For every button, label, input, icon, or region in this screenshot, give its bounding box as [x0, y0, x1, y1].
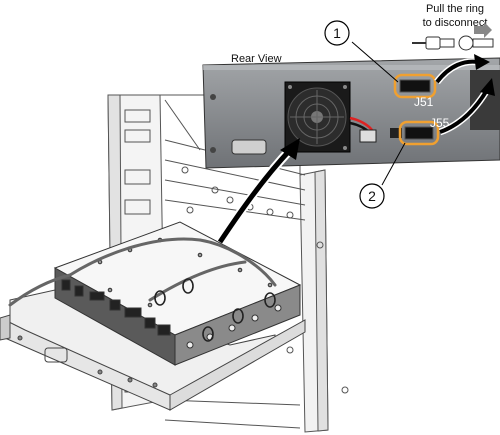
rack-screw: [341, 386, 349, 394]
j51-highlight: [393, 73, 437, 99]
rear-view-label: Rear View: [231, 53, 282, 65]
pull-ring-label-line1: Pull the ring: [426, 3, 484, 15]
j55-highlight: [398, 120, 440, 146]
j51-connector: [399, 79, 431, 93]
rear-view-inset: [202, 57, 500, 169]
rack-screw: [316, 241, 324, 249]
connector-detail-icon: [412, 35, 494, 51]
power-connector: [359, 129, 377, 143]
callout-2-leader: [381, 142, 406, 186]
db-connector: [231, 139, 267, 155]
callout-1-leader: [351, 41, 399, 83]
cable-bundle: [470, 70, 500, 130]
callout-2-circle: [359, 183, 385, 209]
cable-rings: [154, 278, 276, 342]
fan-icon: [284, 81, 351, 153]
red-wire: [349, 116, 373, 131]
j55-connector: [404, 126, 434, 140]
lan-port: [390, 128, 402, 138]
callout-2-number: 2: [368, 188, 376, 204]
curved-arrow-icon: [438, 78, 495, 136]
callout-1-circle: [324, 20, 350, 46]
curved-arrow-icon: [434, 54, 490, 85]
curved-arrow-icon: [216, 138, 300, 245]
callout-1-number: 1: [333, 25, 341, 41]
pull-ring-label-line2: to disconnect: [423, 17, 488, 29]
chassis-module: [53, 221, 302, 366]
j51-label: J51: [414, 95, 434, 109]
arrow-right-icon: [474, 22, 492, 38]
